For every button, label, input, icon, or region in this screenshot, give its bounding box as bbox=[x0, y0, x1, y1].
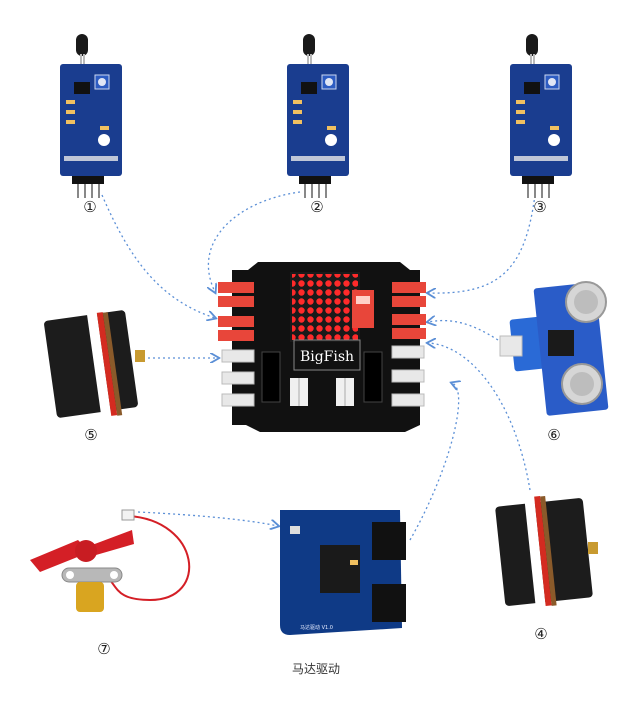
flame-sensor-1 bbox=[60, 34, 122, 198]
servo-5 bbox=[44, 310, 145, 418]
board-red-connectors-right bbox=[392, 282, 426, 339]
label-4: ④ bbox=[534, 625, 548, 643]
board-white-connectors bbox=[221, 345, 425, 407]
label-2: ② bbox=[310, 198, 324, 216]
board-switch bbox=[352, 290, 374, 328]
motor-driver-caption: 马达驱动 bbox=[292, 662, 341, 676]
arrow-ultrasonic6 bbox=[428, 321, 499, 341]
fan-motor-7 bbox=[30, 509, 191, 612]
motor-driver-silkscreen: 马达驱动 V1.0 bbox=[300, 624, 333, 631]
connection-arrows bbox=[101, 191, 536, 541]
flame-sensor-2 bbox=[287, 34, 349, 198]
board-red-connectors-left bbox=[218, 282, 254, 341]
label-1: ① bbox=[83, 198, 97, 216]
arrow-sensor1 bbox=[101, 194, 215, 318]
label-3: ③ bbox=[533, 198, 547, 216]
bigfish-main-board: BigFish bbox=[218, 262, 426, 432]
servo-4 bbox=[495, 495, 598, 607]
arrow-sensor2 bbox=[208, 191, 301, 292]
arrow-fan7 bbox=[137, 511, 278, 526]
board-brand: BigFish bbox=[300, 349, 354, 365]
label-5: ⑤ bbox=[84, 426, 98, 444]
arrow-motor-driver bbox=[409, 383, 459, 541]
ultrasonic-sensor-6 bbox=[499, 281, 609, 416]
arrow-sensor3 bbox=[428, 194, 536, 293]
motor-driver-module: 马达驱动 V1.0 bbox=[280, 510, 406, 635]
flame-sensor-3 bbox=[510, 34, 572, 198]
label-6: ⑥ bbox=[547, 426, 561, 444]
label-7: ⑦ bbox=[97, 640, 111, 658]
